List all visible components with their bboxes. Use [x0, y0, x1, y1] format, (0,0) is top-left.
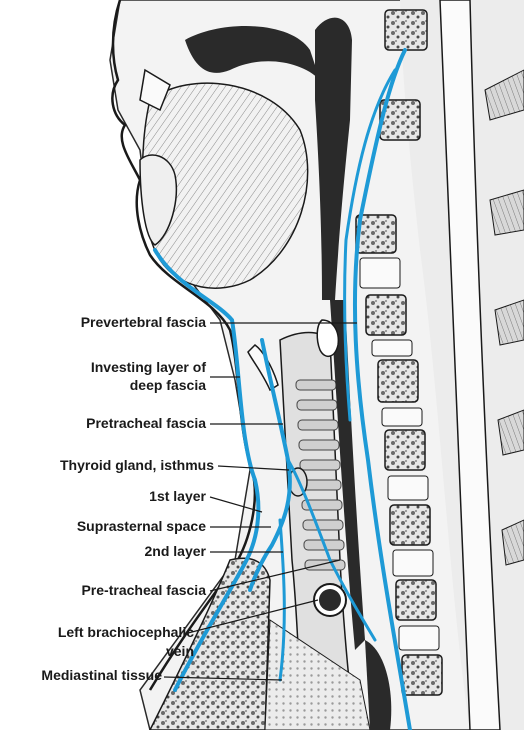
label-brachiocephalic-vein-line1: Left brachiocephalic	[58, 624, 194, 641]
label-suprasternal-space: Suprasternal space	[77, 518, 206, 535]
label-thyroid-isthmus: Thyroid gland, isthmus	[60, 457, 214, 474]
label-1st-layer: 1st layer	[149, 488, 206, 505]
label-pre-tracheal-fascia: Pre-tracheal fascia	[81, 582, 206, 599]
label-brachiocephalic-vein-line2: vein	[166, 643, 194, 660]
label-2nd-layer: 2nd layer	[145, 543, 206, 560]
label-investing-layer-line2: deep fascia	[130, 377, 206, 394]
label-mediastinal-tissue: Mediastinal tissue	[41, 667, 162, 684]
label-prevertebral-fascia: Prevertebral fascia	[81, 314, 206, 331]
brachiocephalic-vein	[319, 589, 341, 611]
label-pretracheal-fascia: Pretracheal fascia	[86, 415, 206, 432]
label-investing-layer-line1: Investing layer of	[91, 359, 206, 376]
